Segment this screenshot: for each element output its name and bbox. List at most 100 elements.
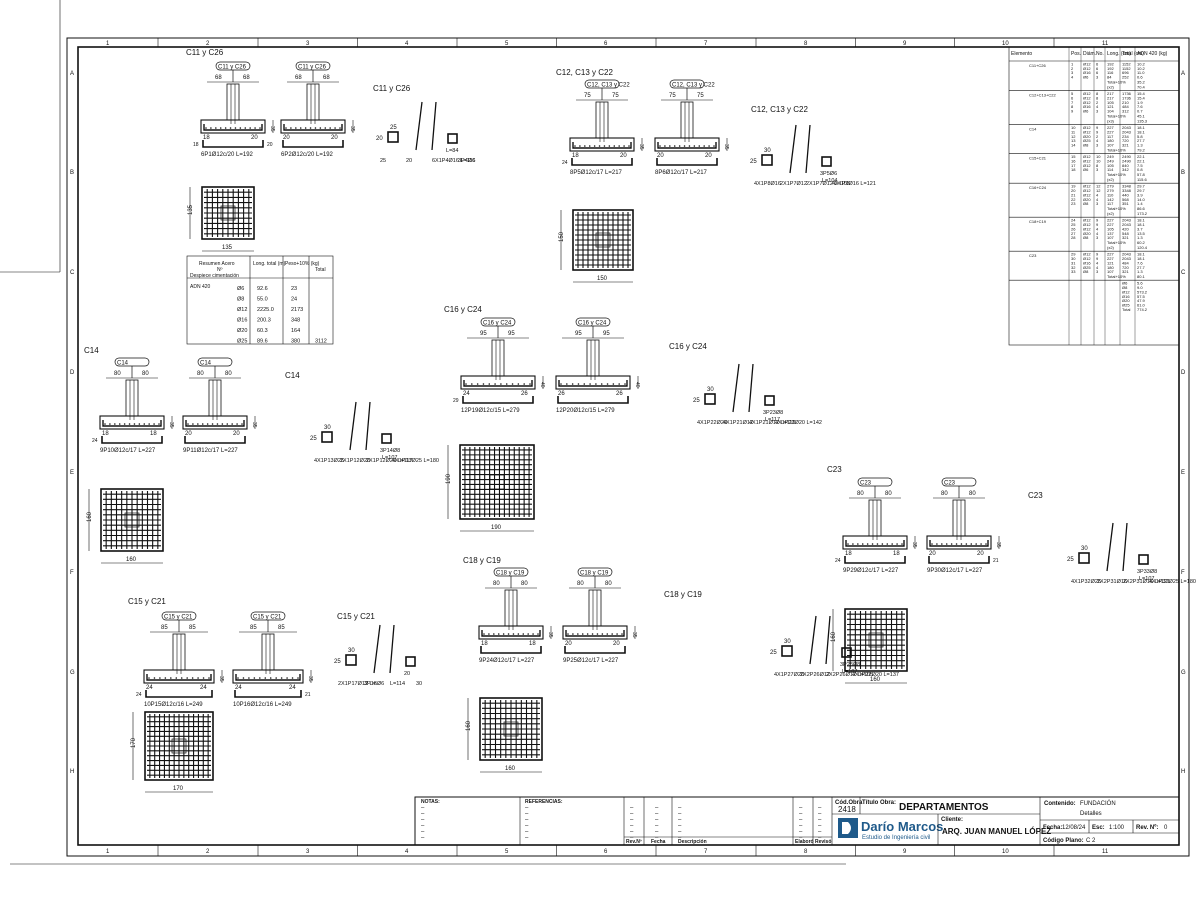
rev-header-no: Rev.Nº [626,839,642,845]
bar-table-cell: 1.3 [1137,235,1143,240]
side-dimension-text: 35 [911,542,917,548]
bar-table-cell: 3 [1096,269,1099,274]
bar-hook-left: 20 [283,135,290,141]
summary-diameter: Ø25 [237,339,247,345]
rev-dash: – [818,835,822,841]
rebar-dot [488,383,491,385]
bar-table-cell: 18.1 [1137,125,1146,130]
rebar-dot [488,633,490,635]
bar-table-cell: 3 [1096,143,1099,148]
rebar-dot [574,145,576,147]
bar-table-cell: 2 [1096,134,1099,139]
detail-title: C15 y C21 [337,612,375,621]
bar-table-total-value: 80.1 [1137,274,1146,279]
side-dimension-text: 35 [638,144,644,150]
bar-table-cell: 116 [1107,70,1114,75]
grid-column-label: 2 [206,41,210,47]
bar-table-cell: 321 [1122,143,1129,148]
rebar-dot [186,677,188,679]
bar-table-cell: Ø8 [1083,143,1089,148]
vertical-bar [789,124,797,174]
summary-weight: 348 [291,318,300,324]
rebar-dot [688,145,691,147]
bar-table-total-value: 79.2 [1137,148,1146,153]
bar-hook-left: 24 [235,685,242,691]
dimension-right: 80 [225,371,232,377]
bar-label: 8P5Ø12c/17 L=217 [570,170,623,176]
bar-hook-right: 20 [331,135,338,141]
bar-label: 9P10Ø12c/17 L=227 [100,448,156,454]
rev-dash: – [655,817,659,823]
bar-table-cell: Ø12 [1083,188,1091,193]
rebar-dot [244,127,247,129]
footing-tag: C11 y C26 [298,65,327,71]
bottom-mat [565,630,625,637]
rebar-dot [621,633,623,635]
bar-table-cell: 11.0 [1137,70,1145,75]
bar-table-cell: Ø6 [1083,109,1089,114]
grid-column-label: 1 [106,849,110,855]
bar-table-total-value: 115.6 [1137,177,1147,182]
plan-outline [844,608,908,672]
bar-table-cell: 15.4 [1137,95,1146,100]
bar-table-cell: 29.7 [1137,184,1146,189]
bar-table-cell: 8 [1096,95,1099,100]
summary-subheader-despiece: Despiece cimentación [190,273,239,279]
bar-table-cell: 321 [1122,269,1129,274]
rebar-label: 4X1P32Ø25 [1071,579,1101,585]
rebar-dot [494,383,496,385]
dimension-left: 68 [295,75,302,81]
bar-table-cell: 9 [1096,252,1099,257]
bar-table-cell: 2 [1071,66,1074,71]
stirrup-height: 25 [770,650,777,656]
bar-table-cell: 18.1 [1137,252,1146,257]
bar-table-cell: 720 [1122,138,1129,143]
bar-table-cell: 6 [1096,66,1099,71]
grid-column-label: 1 [106,41,110,47]
bar-table-cell: 31 [1071,260,1076,265]
rebar-dot [148,423,150,425]
plan-outline [479,697,543,761]
rev-dash: – [630,817,634,823]
detail-title: C11 y C26 [373,84,411,93]
dimension-right: 75 [697,93,704,99]
group-title: C15 y C21 [128,597,166,606]
dimension-left: 80 [114,371,121,377]
vertical-bar [365,401,371,451]
rebar-dot [618,145,620,147]
grid-row-label: C [70,270,75,276]
rebar-dot [611,633,613,635]
bar-table-total-label: Total+10% [1107,274,1126,279]
side-dimension-text: 35 [168,422,174,428]
dimension-right: 80 [969,491,976,497]
bar-table-cell: 342 [1122,167,1129,172]
rebar-dot [975,543,977,545]
grid-row-label: B [70,170,74,176]
footing-body [232,669,304,684]
rebar-dot [523,383,525,385]
notes-dash: – [421,817,425,823]
plan-height: 150 [559,231,565,242]
bar-table-cell: 27.7 [1137,265,1146,270]
rebar-dot [109,423,111,425]
rev-dash: – [655,811,659,817]
bar-table-summary-kg: 573.2 [1137,289,1148,294]
bar-table-element: C14 [1029,127,1037,132]
bar-table-cell: 3348 [1122,184,1132,189]
rebar-dot [876,543,879,545]
bar-table-cell: 16 [1071,158,1076,163]
bar-table-cell: 10 [1096,154,1101,159]
bar-hook-left: 18 [845,551,852,557]
rebar-dot [229,127,232,129]
rebar-dot [606,633,609,635]
rebar-dot [571,383,574,385]
grid-column-label: 9 [903,41,907,47]
bar-table-cell: 3 [1071,70,1074,75]
